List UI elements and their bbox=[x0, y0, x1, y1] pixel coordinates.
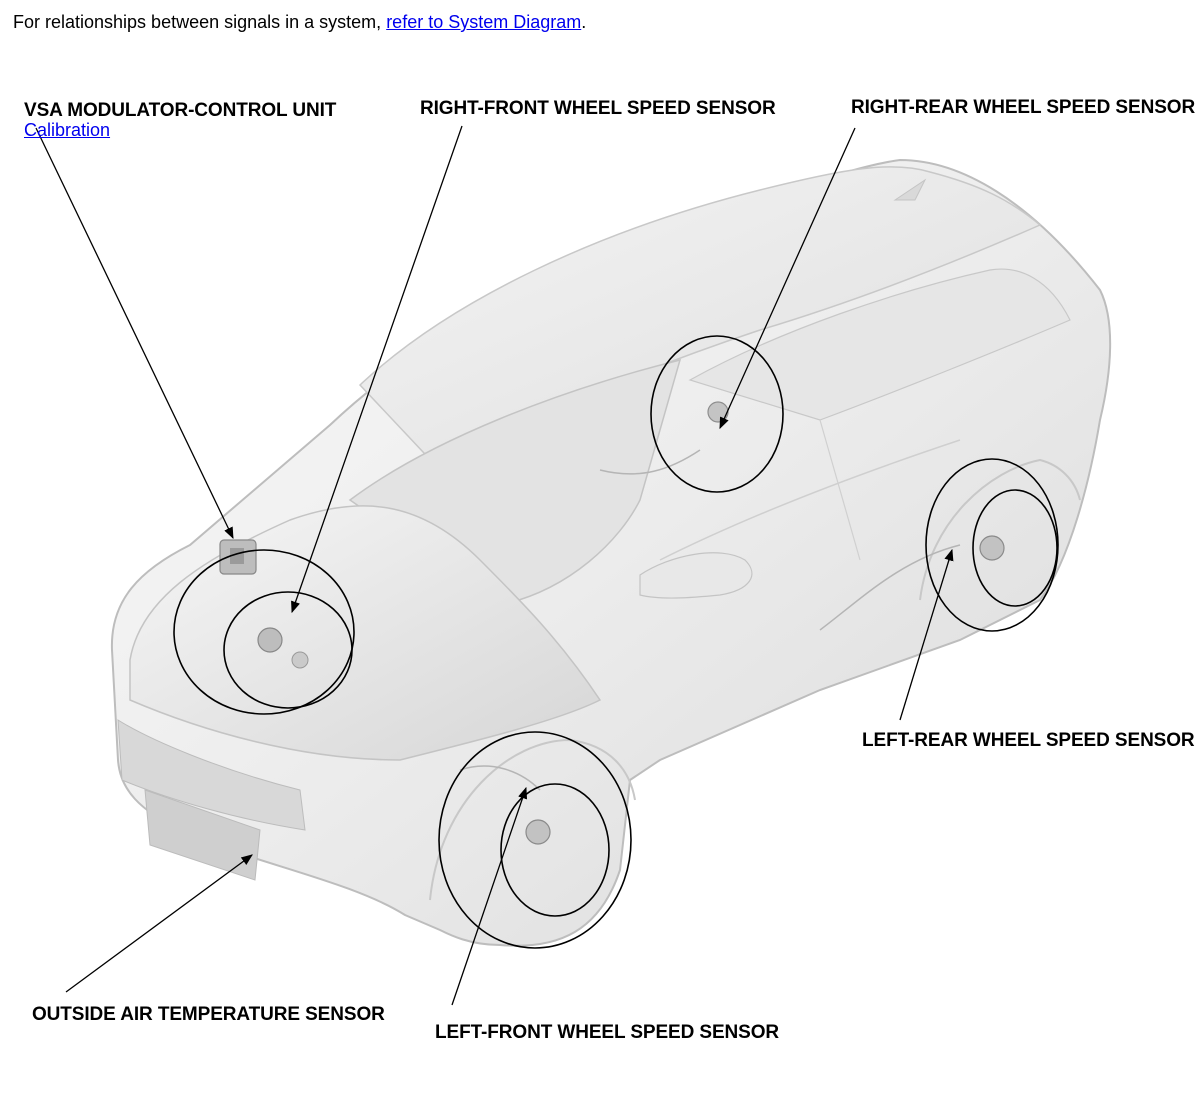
circle-left-rear-outer bbox=[925, 458, 1059, 632]
circle-right-rear bbox=[650, 335, 784, 493]
leader-outside-air bbox=[65, 854, 253, 993]
vsa-modulator-unit bbox=[219, 539, 257, 575]
right-rear-sensor-hub bbox=[707, 401, 729, 423]
label-left-front-sensor: LEFT-FRONT WHEEL SPEED SENSOR bbox=[435, 1022, 780, 1043]
intro-text: For relationships between signals in a s… bbox=[13, 12, 586, 33]
circle-right-front-outer bbox=[173, 549, 355, 715]
label-vsa-modulator: VSA MODULATOR-CONTROL UNIT bbox=[24, 100, 337, 121]
leader-right-rear bbox=[719, 127, 856, 430]
leader-left-rear bbox=[899, 548, 954, 721]
system-diagram-link[interactable]: refer to System Diagram bbox=[386, 12, 582, 32]
car-body bbox=[110, 158, 1112, 947]
leader-left-front bbox=[451, 786, 528, 1006]
detail-circles bbox=[173, 335, 1059, 949]
calibration-link[interactable]: Calibration bbox=[24, 120, 111, 140]
left-rear-sensor-hub bbox=[979, 535, 1005, 561]
left-front-sensor-hub bbox=[525, 819, 551, 845]
right-front-sensor-hub bbox=[257, 627, 309, 669]
leader-right-front bbox=[291, 125, 463, 614]
circle-left-front-inner bbox=[500, 783, 610, 917]
label-left-rear-sensor: LEFT-REAR WHEEL SPEED SENSOR bbox=[862, 730, 1195, 751]
leader-vsa bbox=[35, 127, 234, 540]
label-right-rear-sensor: RIGHT-REAR WHEEL SPEED SENSOR bbox=[851, 97, 1196, 118]
circle-left-rear-inner bbox=[972, 489, 1058, 607]
label-right-front-sensor: RIGHT-FRONT WHEEL SPEED SENSOR bbox=[420, 98, 776, 119]
circle-right-front-inner bbox=[223, 591, 353, 709]
intro-prefix: For relationships between signals in a s… bbox=[13, 12, 387, 32]
label-outside-air-sensor: OUTSIDE AIR TEMPERATURE SENSOR bbox=[32, 1004, 385, 1025]
circle-left-front-outer bbox=[438, 731, 632, 949]
leader-lines bbox=[35, 125, 954, 1006]
intro-suffix: . bbox=[581, 12, 587, 32]
